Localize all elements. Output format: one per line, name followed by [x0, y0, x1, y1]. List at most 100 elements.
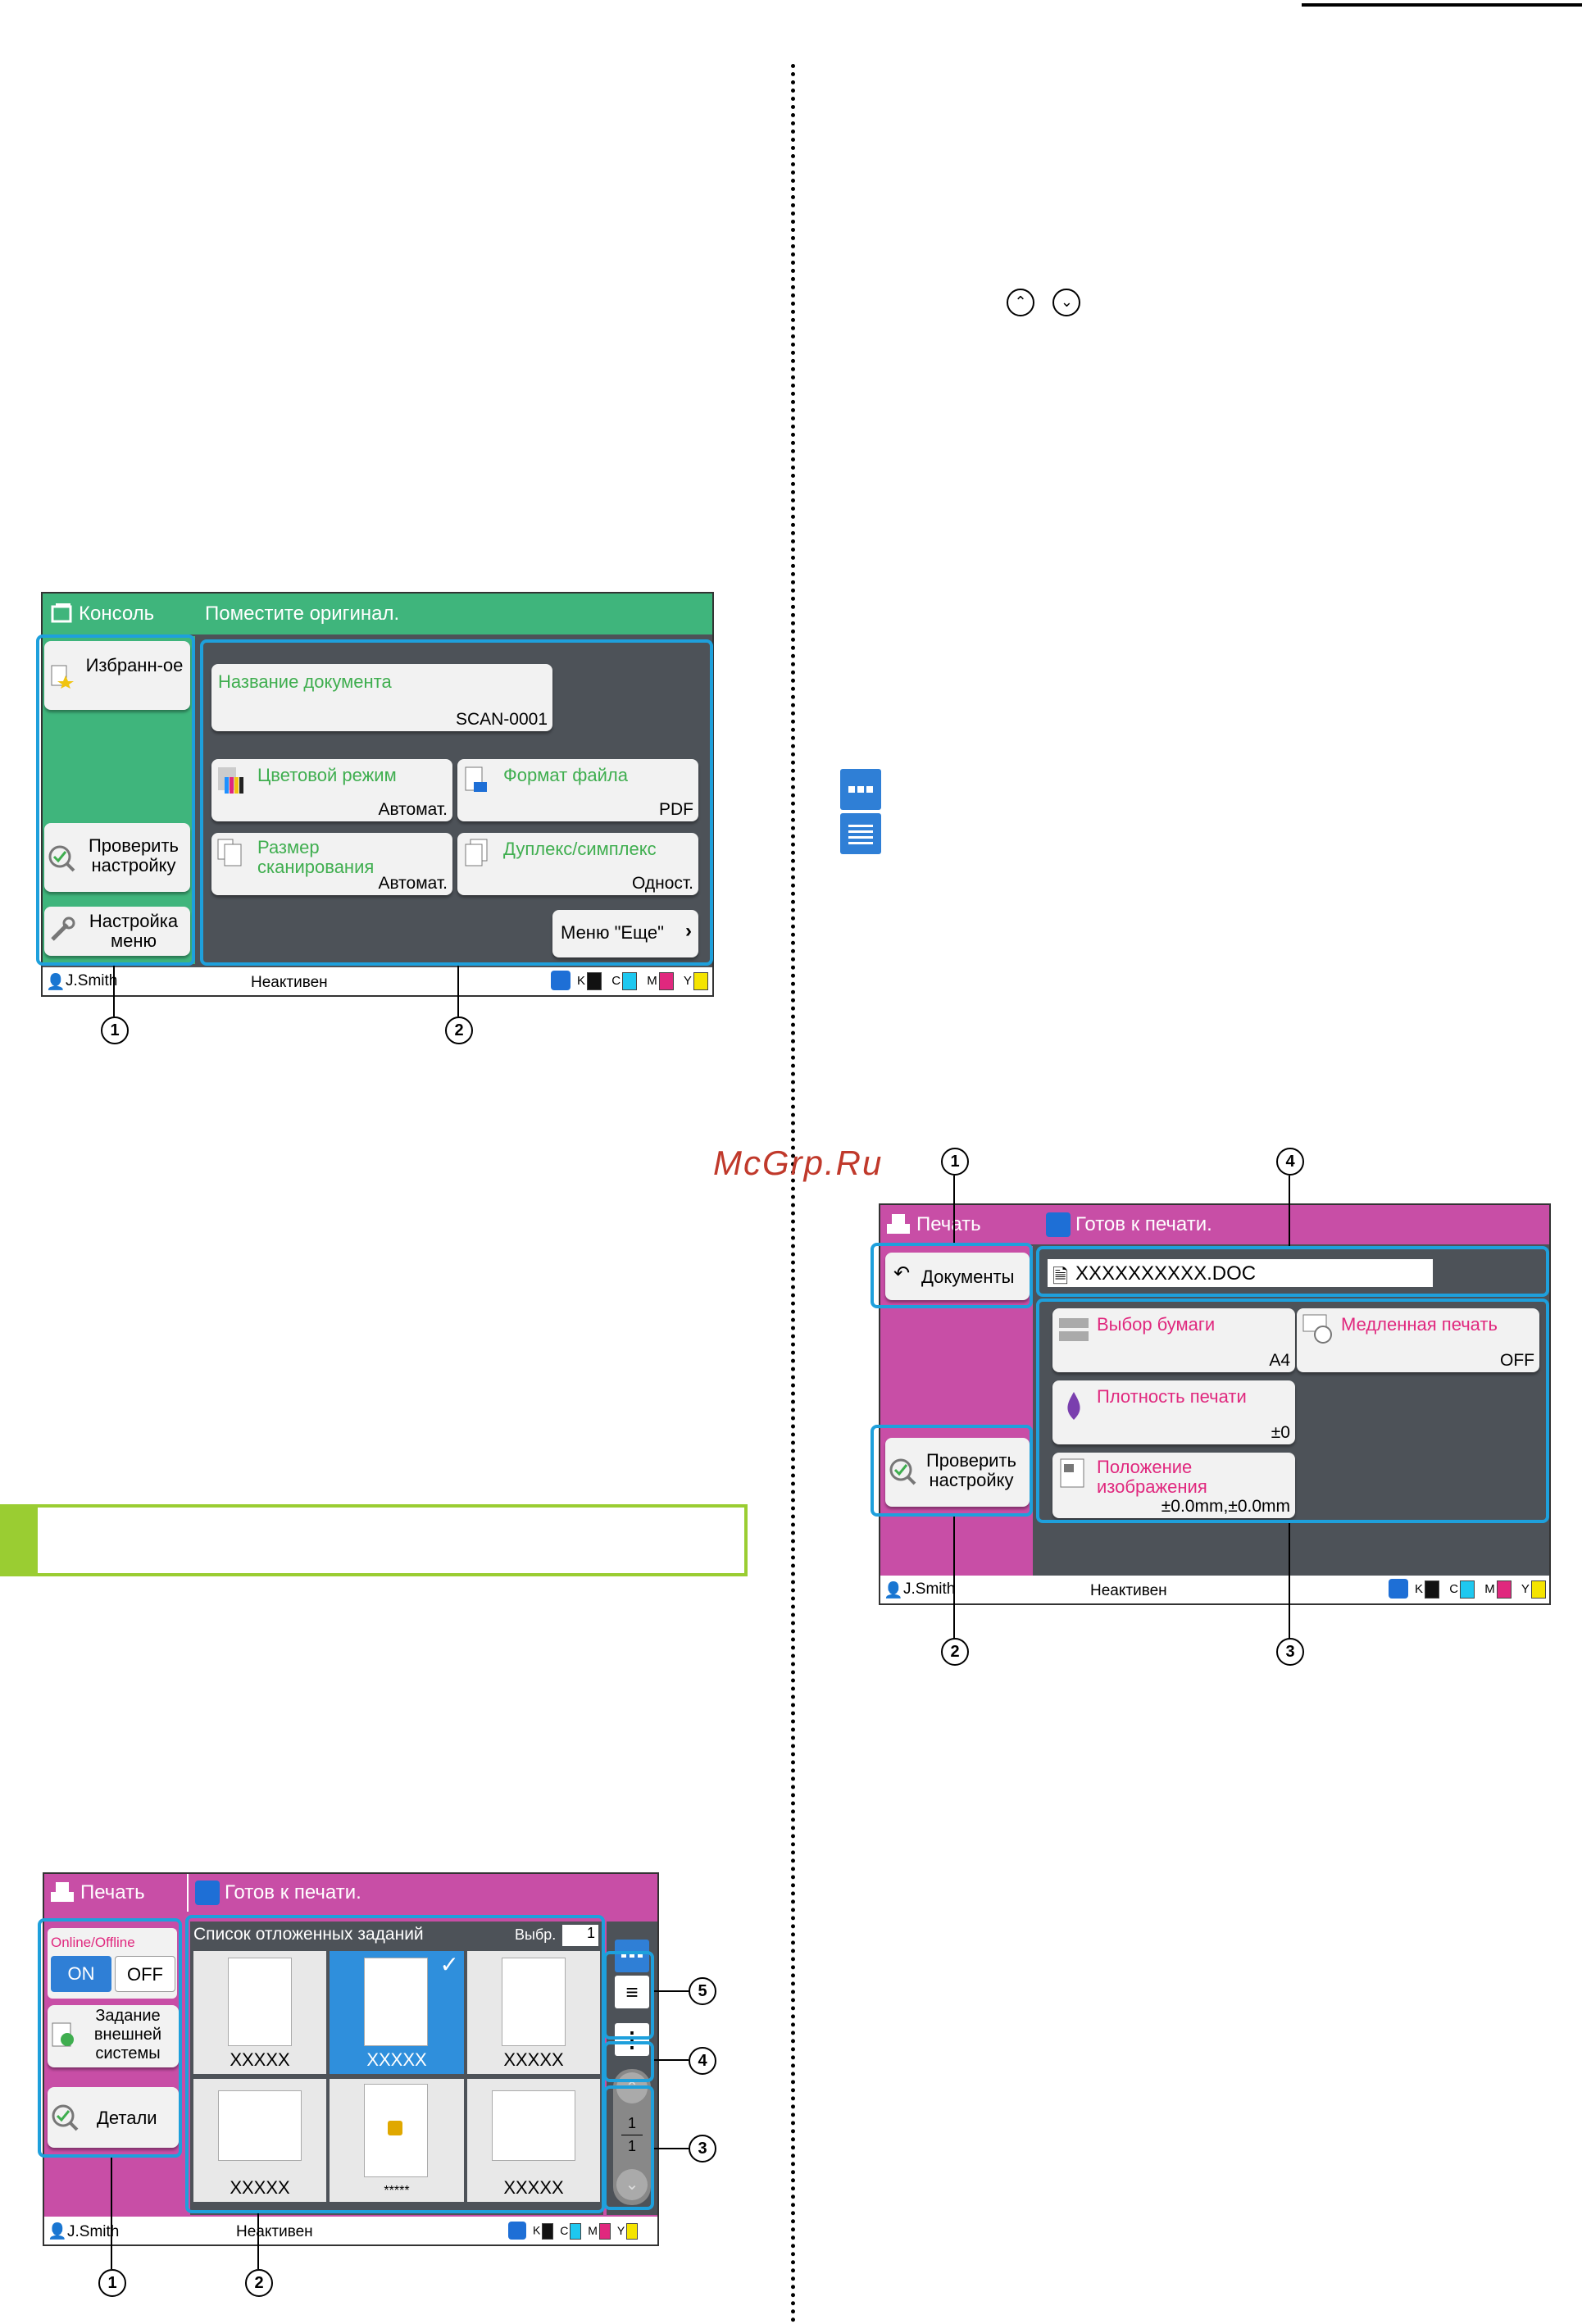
duplex-button[interactable]: Дуплекс/симплекс Одност. — [457, 833, 698, 895]
ink-k-label: K — [533, 2223, 541, 2237]
file-format-button[interactable]: Формат файла PDF — [457, 759, 698, 821]
lock-icon — [388, 2121, 402, 2135]
leader-line — [953, 1517, 955, 1640]
printer-icon — [51, 1882, 75, 1903]
ink-levels: K C M Y — [533, 2223, 639, 2240]
ink-c-label: C — [611, 973, 621, 988]
highlight-4 — [1036, 1246, 1549, 1297]
leader-line — [654, 2148, 689, 2149]
job-thumbnail-selected[interactable]: XXXXX ✓ — [330, 1951, 464, 2074]
machine-state: Неактивен — [236, 2223, 313, 2240]
callout-2: 2 — [445, 1016, 473, 1044]
scan-status-bar: 👤 J.Smith Неактивен K C M Y — [43, 967, 712, 995]
job-name: XXXXX — [230, 2049, 290, 2070]
color-mode-button[interactable]: Цветовой режим Автомат. — [211, 759, 452, 821]
favorites-button[interactable]: Избранн-ое — [44, 641, 190, 710]
external-job-icon — [51, 2022, 75, 2053]
menu-settings-button[interactable]: Настройка меню — [44, 907, 190, 956]
favorites-icon — [49, 664, 74, 693]
job-thumbnail[interactable]: XXXXX — [193, 1951, 326, 2074]
ink-y-bar — [693, 972, 708, 990]
page-current: 1 — [627, 2115, 636, 2131]
list-view-icon — [840, 813, 881, 854]
job-thumbnail[interactable]: XXXXX — [193, 2079, 326, 2202]
job-thumbnail[interactable]: XXXXX — [467, 1951, 600, 2074]
print-left-panel — [880, 1246, 1033, 1576]
detail-check-settings-button[interactable]: Проверить настройку — [885, 1438, 1030, 1507]
scroll-buttons-legend: ⌃ ⌄ — [1007, 289, 1081, 316]
check-icon — [51, 2103, 79, 2135]
ink-c-label: C — [1449, 1581, 1459, 1596]
color-mode-label: Цветовой режим — [257, 765, 397, 785]
callout-5: 5 — [689, 1977, 716, 2005]
ink-c-bar — [570, 2223, 582, 2240]
thumbnail-view-button[interactable] — [615, 1940, 649, 1972]
ink-levels: K C M Y — [577, 972, 708, 990]
job-thumbnail-locked[interactable]: ***** — [330, 2079, 464, 2202]
callout-4: 4 — [689, 2047, 716, 2075]
scan-message-bar: Поместите оригинал. — [198, 594, 712, 634]
print-message: Готов к печати. — [1075, 1213, 1212, 1235]
job-name: XXXXX — [366, 2049, 427, 2070]
machine-state: Неактивен — [1090, 1582, 1167, 1599]
ink-m-label: M — [1484, 1581, 1495, 1596]
scan-size-button[interactable]: Размер сканирования Автомат. — [211, 833, 452, 895]
ink-k-label: K — [577, 973, 586, 988]
ink-m-label: M — [588, 2223, 598, 2237]
scan-mode-tab[interactable]: Консоль — [43, 594, 202, 634]
slow-print-button[interactable]: Медленная печать OFF — [1297, 1308, 1539, 1372]
file-format-icon — [464, 766, 489, 799]
color-mode-icon — [216, 766, 244, 799]
more-menu-button[interactable]: Меню "Еще" › — [552, 910, 698, 957]
down-arrow-button[interactable]: ⌄ — [616, 2169, 648, 2200]
doc-name-value: SCAN-0001 — [455, 710, 548, 729]
details-button[interactable]: Детали — [48, 2087, 179, 2148]
callout-3: 3 — [1276, 1638, 1304, 1666]
more-menu-label: Меню "Еще" — [561, 922, 664, 943]
density-button[interactable]: Плотность печати ±0 — [1052, 1380, 1295, 1444]
checkmark-icon: ✓ — [439, 1952, 459, 1977]
document-preview — [364, 1958, 428, 2046]
note-box — [0, 1504, 748, 1576]
density-value: ±0 — [1271, 1423, 1290, 1442]
ink-m-bar — [1496, 1580, 1512, 1599]
scan-message: Поместите оригинал. — [205, 603, 400, 625]
status-icon — [195, 1881, 220, 1905]
duplex-value: Одност. — [631, 874, 693, 893]
check-settings-label: Проверить настройку — [88, 835, 180, 875]
print-mode-tab[interactable]: Печать — [44, 1874, 190, 1912]
doc-name-button[interactable]: Название документа SCAN-0001 — [211, 664, 552, 731]
print-mode-tab[interactable]: Печать — [880, 1205, 1039, 1244]
highlight-1 — [38, 1918, 182, 2158]
doc-name-label: Название документа — [218, 671, 392, 692]
paper-select-button[interactable]: Выбор бумаги A4 — [1052, 1308, 1295, 1372]
selected-count-value: 1 — [562, 1925, 598, 1946]
pager: ⌃ 1 1 ⌄ — [613, 2069, 651, 2205]
held-jobs-title: Список отложенных заданий — [193, 1925, 424, 1944]
up-arrow-icon: ⌃ — [1007, 289, 1034, 316]
ink-m-label: M — [647, 973, 657, 988]
view-controls-panel: ≡ ⋮ ⌃ 1 1 ⌄ — [607, 1922, 657, 2215]
image-position-button[interactable]: Положение изображения ±0.0mm,±0.0mm — [1052, 1453, 1295, 1518]
check-settings-button[interactable]: Проверить настройку — [44, 823, 190, 892]
documents-button[interactable]: ↶ Документы — [885, 1253, 1030, 1300]
down-arrow-icon: ⌄ — [1052, 289, 1081, 316]
held-jobs-panel: Список отложенных заданий Выбр. 1 XXXXX … — [190, 1922, 603, 2215]
ink-c-bar — [622, 972, 638, 990]
online-offline-panel: Online/Offline ON OFF — [48, 1928, 177, 1999]
slow-print-label: Медленная печать — [1341, 1314, 1498, 1335]
density-label: Плотность печати — [1097, 1386, 1247, 1407]
online-off-button[interactable]: OFF — [115, 1956, 175, 1992]
color-mode-value: Автомат. — [378, 800, 448, 819]
external-job-button[interactable]: Задание внешней системы — [48, 2005, 179, 2067]
paper-tray-icon — [1057, 1315, 1090, 1348]
scan-title: Консоль — [79, 603, 155, 625]
callout-1: 1 — [98, 2269, 126, 2297]
details-label: Детали — [97, 2108, 157, 2128]
online-on-button[interactable]: ON — [51, 1956, 111, 1992]
image-position-label: Положение изображения — [1097, 1457, 1207, 1497]
job-thumbnail[interactable]: XXXXX — [467, 2079, 600, 2202]
more-options-button[interactable]: ⋮ — [615, 2023, 649, 2056]
list-view-button[interactable]: ≡ — [615, 1976, 649, 2008]
ink-c-bar — [1460, 1580, 1475, 1599]
